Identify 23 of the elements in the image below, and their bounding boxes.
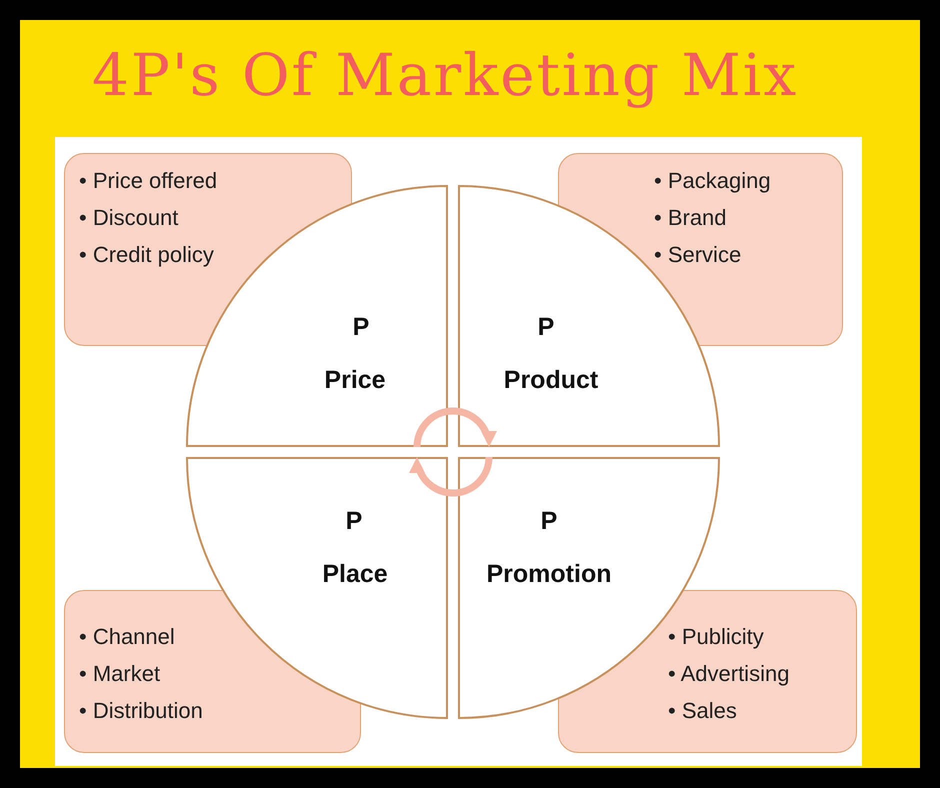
quadrant-title: Price — [324, 367, 386, 393]
title: 4P's Of Marketing Mix — [92, 40, 798, 110]
quadrant-title: Product — [504, 367, 598, 393]
bullet-item: • Brand — [654, 204, 727, 232]
bullet-item: • Publicity — [668, 623, 764, 651]
curved-arrow — [410, 456, 492, 496]
curved-arrow — [414, 408, 496, 448]
bullet-item: • Packaging — [654, 167, 771, 195]
bullet-item: • Distribution — [79, 697, 203, 725]
quadrant-letter: P — [346, 508, 362, 534]
quadrant-letter: P — [538, 314, 554, 340]
bullet-item: • Sales — [668, 697, 737, 725]
quadrant-letter: P — [540, 508, 558, 534]
quadrant-letter: P — [352, 314, 370, 340]
bullet-item: • Advertising — [668, 660, 790, 688]
quadrant-title: Place — [322, 561, 388, 587]
bullet-item: • Service — [654, 241, 742, 269]
bullet-item: • Market — [79, 660, 160, 688]
bullet-item: • Discount — [79, 204, 178, 232]
bullet-item: • Price offered — [79, 167, 218, 195]
bullet-item: • Channel — [79, 623, 175, 651]
bullet-item: • Credit policy — [79, 241, 214, 269]
quadrant-title: Promotion — [486, 561, 612, 587]
